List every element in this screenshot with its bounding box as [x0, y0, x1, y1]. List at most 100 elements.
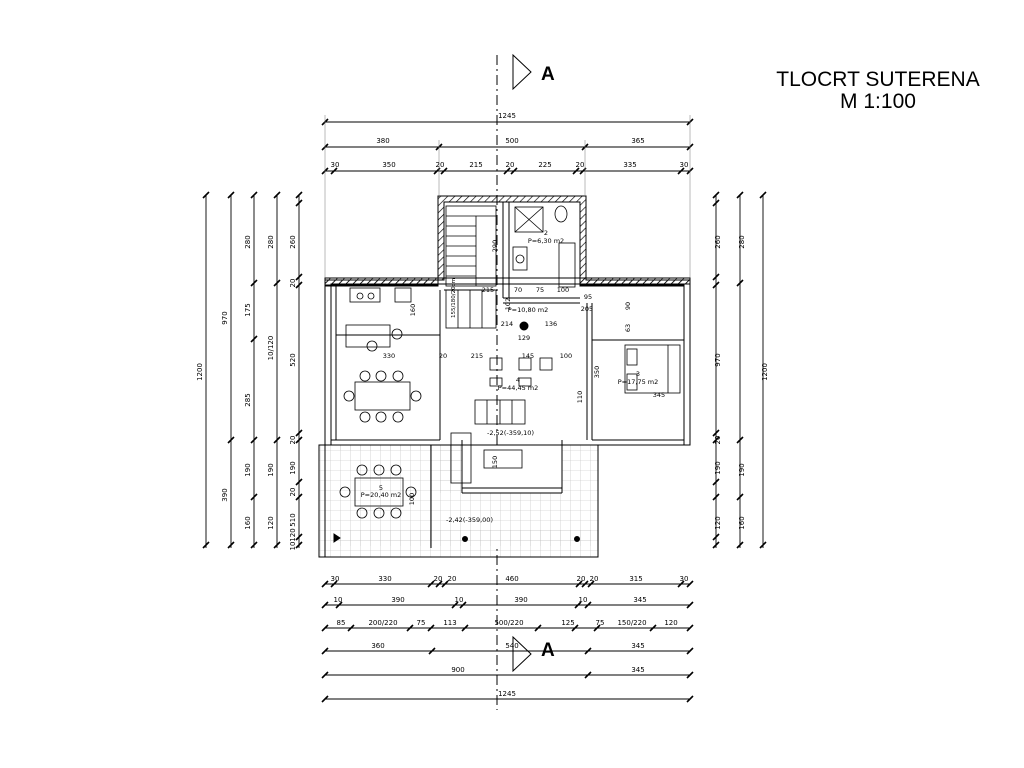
bottom-dimension-lines: [321, 580, 694, 703]
room-4-area: P=44,45 m2: [498, 384, 539, 392]
staircase: [445, 205, 497, 329]
dim-left-c4-4: 120: [267, 516, 275, 529]
dim-left-c3-5: 160: [244, 516, 252, 529]
dim-bot-row2-6: 345: [633, 596, 646, 604]
room-5-number: 5: [379, 484, 383, 492]
room-labels: 2 P=6,30 m2 P=10,80 m2 4 P=44,45 m2 3 P=…: [361, 229, 659, 499]
section-a-bottom-label: A: [541, 640, 555, 661]
dim-top-row3-4: 215: [469, 161, 482, 169]
dim-bot-row2-5: 10: [579, 596, 588, 604]
dim-top-overall: 1245: [498, 112, 516, 120]
dim-bot-row1-1: 30: [331, 575, 340, 583]
dim-right-c2-3: 160: [738, 516, 746, 529]
dim-right-c2-1: 280: [738, 235, 746, 248]
dim-top-row3-2: 350: [382, 161, 395, 169]
dim-bot-row2-1: 10: [334, 596, 343, 604]
dim-left-c5-5: 190: [289, 461, 297, 474]
idim-10: 136: [545, 320, 557, 328]
idim-7: 205: [581, 305, 593, 313]
section-line-a: [496, 53, 532, 710]
drawing-scale: M 1:100: [840, 90, 916, 113]
dim-bot-row3-4: 113: [443, 619, 456, 627]
idim-16: 145: [522, 352, 534, 360]
idim-20: 345: [653, 391, 665, 399]
top-dimension-texts: 1245 380 500 365 30 350 20 215 20 225 20…: [331, 112, 689, 169]
idim-15: 215: [471, 352, 483, 360]
dim-bot-row1-5: 460: [505, 575, 518, 583]
dim-bot-row3-3: 75: [417, 619, 426, 627]
dim-right-c3-3: 20: [714, 436, 722, 445]
dim-bot-row5-2: 345: [631, 666, 644, 674]
idim-18: 350: [593, 366, 601, 378]
idim-12: 160: [409, 304, 417, 316]
dim-bot-row1-9: 30: [680, 575, 689, 583]
room-2-number: 2: [544, 229, 548, 237]
idim-6: 95: [584, 293, 592, 301]
dim-left-c5-7: 510: [289, 513, 297, 526]
dim-bot-row3-8: 150/220: [617, 619, 646, 627]
interior-dimension-texts: 290 215 70 75 100 95 205 102 214 136 90 …: [383, 240, 665, 505]
idim-17: 100: [560, 352, 572, 360]
left-dimension-lines: [202, 191, 303, 549]
dim-bot-row1-8: 315: [629, 575, 642, 583]
dim-bot-row3-7: 75: [596, 619, 605, 627]
dim-left-c2-1: 970: [221, 311, 229, 324]
dim-right-c3-1: 260: [714, 235, 722, 248]
dim-left-c5-4: 20: [289, 436, 297, 445]
dim-left-c2-2: 390: [221, 488, 229, 501]
page-title: TLOCRT SUTERENA: [776, 68, 980, 91]
dim-top-row3-9: 30: [680, 161, 689, 169]
dim-bot-row2-2: 390: [391, 596, 404, 604]
bedroom-furniture: [624, 344, 681, 394]
dim-right-c3-4: 190: [714, 461, 722, 474]
kitchen-dining-furniture: [343, 287, 422, 423]
dim-top-row2-2: 500: [505, 137, 518, 145]
idim-4: 75: [536, 286, 544, 294]
dim-left-c5-8: 120: [289, 528, 297, 541]
bottom-dimension-texts: 30 330 20 20 460 20 20 315 30 10 390 10 …: [331, 575, 689, 698]
living-room-furniture: [450, 357, 553, 484]
room-2-area: P=6,30 m2: [528, 237, 564, 245]
room-hall-area: P=10,80 m2: [508, 306, 549, 314]
room-3-area: P=17,75 m2: [618, 378, 659, 386]
idim-5: 100: [557, 286, 569, 294]
room-4-number: 4: [516, 376, 520, 384]
dim-bot-row4-2: 540: [505, 642, 518, 650]
idim-14: 20: [439, 352, 447, 360]
room-3-number: 3: [636, 370, 640, 378]
retaining-walls: [324, 195, 691, 446]
idim-22: 110: [576, 391, 584, 403]
dim-bot-overall: 1245: [498, 690, 516, 698]
dim-left-c4-1: 280: [267, 235, 275, 248]
dim-left-c4-3: 190: [267, 463, 275, 476]
stair-label: 155/180/20cm: [451, 278, 457, 318]
top-dimension-lines: [321, 115, 694, 280]
dim-top-row3-6: 225: [538, 161, 551, 169]
level-label-1: -2,52(-359,10): [487, 429, 534, 437]
right-dimension-texts: 1200 280 190 160 260 970 20 190 120: [714, 235, 769, 529]
dim-bot-row3-9: 120: [664, 619, 677, 627]
dim-bot-row4-3: 345: [631, 642, 644, 650]
section-a-top-label: A: [541, 64, 555, 85]
dim-bot-row1-2: 330: [378, 575, 391, 583]
idim-2: 215: [482, 286, 494, 294]
level-markers: [333, 321, 580, 543]
right-dimension-lines: [712, 191, 767, 549]
dim-left-c3-4: 190: [244, 463, 252, 476]
level-label-2: -2,42(-359,00): [446, 516, 493, 524]
idim-21: 129: [518, 334, 530, 342]
dim-right-c2-2: 190: [738, 463, 746, 476]
dim-left-c5-1: 260: [289, 235, 297, 248]
dim-bot-row2-3: 10: [455, 596, 464, 604]
dim-bot-row5-1: 900: [451, 666, 464, 674]
dim-left-c5-9: 10: [289, 542, 297, 551]
dim-bot-row1-3: 20: [434, 575, 443, 583]
idim-11: 90: [624, 302, 632, 310]
dim-bot-row3-1: 85: [337, 619, 346, 627]
dim-left-c5-2: 20: [289, 279, 297, 288]
dim-bot-row1-4: 20: [448, 575, 457, 583]
inner-walls: [331, 202, 684, 494]
idim-13: 330: [383, 352, 395, 360]
dim-top-row2-3: 365: [631, 137, 644, 145]
